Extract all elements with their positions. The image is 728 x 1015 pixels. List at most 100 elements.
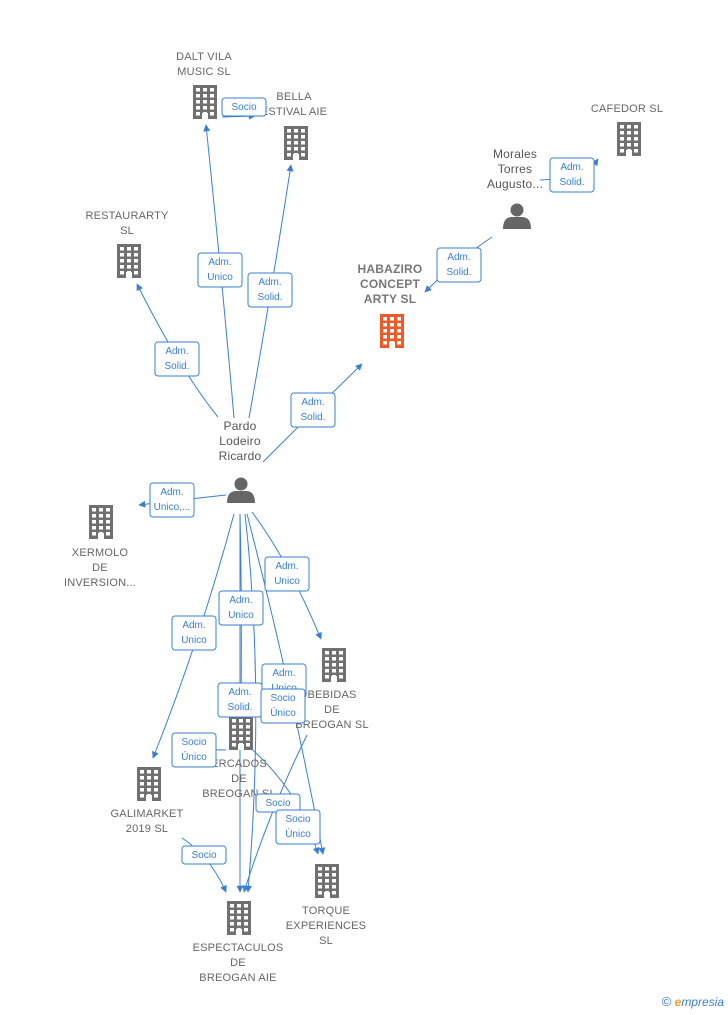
building-icon: [322, 648, 346, 682]
edge-label[interactable]: Adm.Unico: [218, 590, 264, 626]
building-icon: [315, 864, 339, 898]
node-label-line: 2019 SL: [126, 823, 168, 835]
edge-label-text: Solid.: [164, 361, 189, 372]
edge-label-text: Unico: [181, 635, 207, 646]
edge-label-text: Solid.: [446, 267, 471, 278]
node-dalt[interactable]: DALT VILA MUSIC SL: [176, 51, 232, 119]
edge-label-box: [260, 688, 306, 724]
edge-label-text: Único: [270, 706, 296, 719]
edges-layer: [136, 112, 599, 893]
node-xermolo[interactable]: XERMOLO DE INVERSION...: [64, 505, 136, 589]
edge-label[interactable]: Socio: [221, 97, 267, 117]
node-label-line: Torres: [498, 162, 533, 176]
building-icon: [284, 126, 308, 160]
edge-label-text: Solid.: [227, 702, 252, 713]
edge-label-text: Único: [181, 750, 207, 763]
edge-label-box: [171, 615, 217, 651]
empresia-brand[interactable]: © empresia: [662, 994, 724, 1009]
edge-label-text: Adm.: [182, 620, 205, 631]
edge-label[interactable]: Adm.Solid.: [247, 272, 293, 308]
node-label-line: EXPERIENCES: [286, 920, 366, 932]
edge-label-text: Adm.: [560, 162, 583, 173]
edge-label-text: Socio: [231, 102, 256, 113]
brand-logo-letter: e: [674, 995, 682, 1009]
edge-labels-layer: Adm.UnicoSocioAdm.Solid.Adm.Solid.Adm.So…: [149, 97, 595, 865]
edge-label-text: Solid.: [559, 177, 584, 188]
brand-name: mpresia: [681, 995, 724, 1009]
building-icon: [137, 767, 161, 801]
building-icon: [117, 244, 141, 278]
edge-label[interactable]: Adm.Unico: [197, 252, 243, 288]
node-label-line: XERMOLO: [72, 547, 129, 559]
node-label-line: RESTAURARTY: [85, 210, 169, 222]
node-label-line: ESTIVAL AIE: [261, 106, 327, 118]
edge-label-text: Socio: [265, 798, 290, 809]
building-icon: [89, 505, 113, 539]
node-cafedor[interactable]: CAFEDOR SL: [591, 103, 663, 156]
building-icon: [193, 85, 217, 119]
node-label-line: ESPECTACULOS: [193, 942, 284, 954]
node-label-line: DALT VILA: [176, 51, 232, 63]
node-label-line: GALIMARKET: [111, 808, 184, 820]
node-label-line: Augusto...: [487, 177, 543, 191]
person-icon: [227, 477, 255, 503]
edge-label-text: Adm.: [160, 487, 183, 498]
edge-label[interactable]: Adm. Unico: [171, 615, 217, 651]
node-morales[interactable]: MoralesTorresAugusto...: [487, 147, 543, 229]
edge-label-box: [154, 341, 200, 377]
edge-label-box: [264, 556, 310, 592]
node-galimarket[interactable]: GALIMARKET 2019 SL: [111, 767, 184, 835]
edge-label-box: [436, 247, 482, 283]
node-label-line: CONCEPT: [360, 277, 421, 291]
node-label-line: CAFEDOR SL: [591, 103, 663, 115]
node-label-line: DE: [92, 562, 108, 574]
edge-label[interactable]: Adm. Solid.: [217, 682, 263, 718]
edge-label-text: Adm.: [258, 277, 281, 288]
edge-label[interactable]: Adm. Unico,...: [149, 482, 195, 518]
edge-label-text: Unico,...: [154, 502, 191, 513]
edge-label-text: Solid.: [300, 412, 325, 423]
edge-label-text: Socio: [181, 737, 206, 748]
edge-label-box: [197, 252, 243, 288]
edge-label-text: Adm.: [228, 687, 251, 698]
edge-label[interactable]: Socio: [181, 845, 227, 865]
edge-label[interactable]: Adm. Solid.: [549, 157, 595, 193]
edge-label[interactable]: Adm.Solid.: [290, 392, 336, 428]
node-label-line: Pardo: [223, 419, 256, 433]
edge-label-text: Adm.: [272, 668, 295, 679]
edge-label-box: [171, 732, 217, 768]
edge-label[interactable]: Adm.Unico: [264, 556, 310, 592]
node-label-line: DE: [231, 773, 247, 785]
edge-label[interactable]: Socio: [255, 793, 301, 813]
edge-label-box: [290, 392, 336, 428]
edge-label-text: Unico: [228, 610, 254, 621]
edge-label-box: [218, 590, 264, 626]
node-label-line: INVERSION...: [64, 577, 136, 589]
node-label-line: ARTY SL: [364, 292, 417, 306]
node-label-line: Ricardo: [219, 449, 262, 463]
edge-label[interactable]: Adm.Solid.: [436, 247, 482, 283]
edge-label-box: [247, 272, 293, 308]
edge-label[interactable]: Adm.Solid.: [154, 341, 200, 377]
edge-label-text: Unico: [207, 272, 233, 283]
node-label-line: Lodeiro: [219, 434, 261, 448]
building-icon: [229, 716, 253, 750]
node-label-line: MUSIC SL: [177, 66, 231, 78]
node-label-line: ERCADOS: [211, 758, 267, 770]
edge-label-box: [275, 809, 321, 845]
node-label-line: BEBIDAS: [307, 689, 356, 701]
node-label-line: SL: [319, 935, 333, 947]
edge-label-text: Socio: [191, 850, 216, 861]
